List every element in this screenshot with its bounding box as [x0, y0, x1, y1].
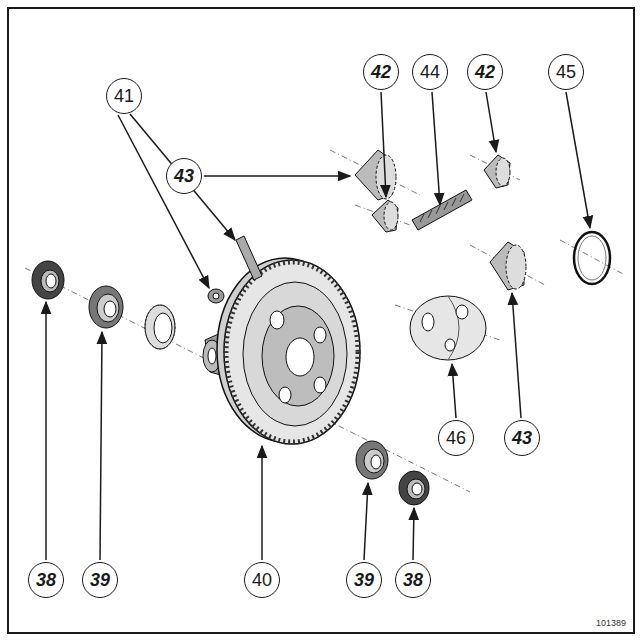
- sun-gear: [490, 242, 526, 290]
- callout-number: 44: [420, 63, 440, 81]
- callout-number: 41: [114, 87, 134, 105]
- callout-circle: 39: [82, 562, 118, 598]
- callout-number: 45: [556, 63, 576, 81]
- circlip: [574, 232, 610, 284]
- oil-seal: [399, 471, 429, 505]
- bearing-cup: [145, 305, 175, 349]
- callout-circle: 38: [395, 562, 431, 598]
- callout-circle: 46: [438, 420, 474, 456]
- pin-and-roll-pin: [208, 236, 262, 303]
- callout-number: 40: [252, 571, 272, 589]
- callout-circle: 43: [504, 420, 540, 456]
- callout-number: 38: [36, 571, 56, 589]
- callout-circle: 42: [363, 54, 399, 90]
- callout-number: 38: [403, 571, 423, 589]
- planet-gear: [484, 155, 510, 188]
- callout-circle: 42: [467, 54, 503, 90]
- leader-arrows: [46, 92, 590, 560]
- frame: [8, 8, 634, 633]
- callout-circle: 43: [166, 158, 202, 194]
- callout-number: 46: [446, 429, 466, 447]
- callout-circle: 44: [412, 54, 448, 90]
- planet-gear: [372, 200, 398, 232]
- spider-shaft: [412, 190, 472, 230]
- callout-number: 43: [174, 167, 194, 185]
- callout-circle: 45: [548, 54, 584, 90]
- bearing: [356, 441, 388, 479]
- figure-number: 101389: [596, 618, 626, 628]
- callout-circle: 38: [28, 562, 64, 598]
- spherical-cage: [410, 296, 486, 360]
- bearing: [89, 286, 123, 328]
- differential-ring-gear: [203, 258, 360, 444]
- callout-circle: 40: [244, 562, 280, 598]
- sun-gear: [355, 150, 396, 200]
- callout-number: 42: [475, 63, 495, 81]
- callout-number: 39: [354, 571, 374, 589]
- callout-number: 39: [90, 571, 110, 589]
- callout-circle: 41: [106, 78, 142, 114]
- callout-number: 42: [371, 63, 391, 81]
- callout-circle: 39: [346, 562, 382, 598]
- callout-number: 43: [512, 429, 532, 447]
- oil-seal: [32, 261, 64, 299]
